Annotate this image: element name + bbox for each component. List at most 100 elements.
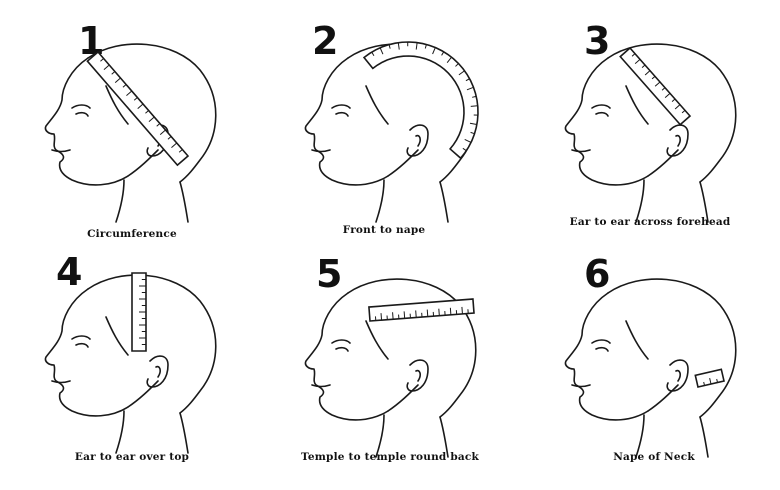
tape-tick <box>156 123 161 127</box>
step-number: 6 <box>584 252 611 296</box>
tape-temple-to-temple <box>368 298 475 322</box>
tape-tick <box>159 129 166 135</box>
head-outline-stroke <box>591 339 611 344</box>
head-outline-stroke <box>311 149 331 153</box>
head-outline-stroke <box>304 57 389 186</box>
tape-tick <box>455 63 459 67</box>
tape-tick <box>464 138 472 143</box>
tape-tick <box>651 75 656 80</box>
tape-tick <box>716 378 718 383</box>
head-outline-stroke <box>666 124 689 157</box>
tape-tick <box>167 136 172 140</box>
head-outline-stroke <box>595 111 609 117</box>
head-outline-stroke <box>387 149 419 177</box>
head-outline-stroke <box>71 335 91 340</box>
head-illustration <box>304 43 477 223</box>
head-outline-stroke <box>335 346 349 352</box>
head-outline-stroke <box>439 416 449 458</box>
tape-tick <box>397 42 400 50</box>
head-outline-stroke <box>75 342 89 348</box>
tape-tick <box>100 58 104 62</box>
tape-tick <box>458 70 465 76</box>
head-outline-stroke <box>115 410 125 454</box>
tape-tick <box>178 149 183 153</box>
step-number: 3 <box>584 19 611 63</box>
tape-tick <box>379 47 384 55</box>
tape-tick <box>371 51 375 56</box>
head-outline-stroke <box>127 149 159 177</box>
head-outline-stroke <box>439 181 449 223</box>
head-outline-stroke <box>105 316 129 356</box>
tape-tick <box>661 87 666 91</box>
head-outline-stroke <box>607 43 737 183</box>
head-outline-stroke <box>635 414 645 458</box>
tape-tick <box>415 310 417 318</box>
step-panel-2: 2 Front to nape <box>260 0 520 245</box>
tape-tick <box>392 312 394 320</box>
tape-tick <box>145 110 149 114</box>
tape-ear-to-ear-forehead <box>619 46 692 126</box>
step-caption: Temple to temple round back <box>301 451 479 463</box>
head-outline-stroke <box>591 104 611 109</box>
tape-tick <box>432 47 436 55</box>
tape-tick <box>674 104 681 110</box>
head-outline-stroke <box>625 85 649 125</box>
head-outline-stroke <box>415 369 421 382</box>
head-illustration <box>564 278 737 458</box>
step-caption: Ear to ear over top <box>74 451 190 463</box>
head-outline-stroke <box>44 288 129 417</box>
tape-front-to-nape <box>362 41 479 160</box>
tape-tick <box>446 56 452 63</box>
head-outline-stroke <box>647 384 679 412</box>
tape-tick <box>111 71 116 75</box>
head-illustration <box>304 278 477 458</box>
tape-tick <box>465 78 470 82</box>
head-outline-stroke <box>335 111 349 117</box>
tape-tick <box>133 97 138 101</box>
head-outline-stroke <box>675 369 681 382</box>
head-outline-stroke <box>571 384 591 388</box>
tape-tick <box>441 51 445 56</box>
head-outline-stroke <box>607 278 737 418</box>
tape-tick <box>631 53 636 57</box>
tape-tick <box>703 381 705 386</box>
tape-tick <box>470 105 478 107</box>
head-outline-stroke <box>375 179 385 223</box>
tape-tick <box>671 98 676 102</box>
tape-band <box>362 41 479 160</box>
tape-tick <box>449 307 452 315</box>
step-caption: Ear to ear across forehead <box>569 216 731 228</box>
head-outline-stroke <box>595 346 609 352</box>
step-number: 2 <box>312 19 339 63</box>
head-outline-stroke <box>625 320 649 360</box>
head-outline-stroke <box>387 384 419 412</box>
head-outline-stroke <box>365 320 389 360</box>
tape-tick <box>461 306 463 314</box>
head-outline-stroke <box>51 380 71 384</box>
tape-tick <box>388 44 391 49</box>
tape-ear-to-ear-top <box>131 272 147 352</box>
head-outline-stroke <box>51 149 71 153</box>
head-outline-stroke <box>115 179 125 223</box>
head-outline-stroke <box>44 57 129 186</box>
tape-tick <box>470 131 475 135</box>
tape-tick <box>103 64 110 70</box>
head-outline-stroke <box>571 149 591 153</box>
head-outline-stroke <box>155 365 161 378</box>
head-outline-stroke <box>179 181 189 223</box>
head-outline-stroke <box>105 85 129 125</box>
step-panel-6: 6 Nape of Neck <box>520 245 780 490</box>
tape-tick <box>403 311 406 319</box>
tape-band <box>619 46 692 126</box>
head-outline-stroke <box>375 414 385 458</box>
head-illustration <box>564 43 737 223</box>
head-illustration <box>44 43 217 223</box>
tape-tick <box>654 81 661 87</box>
tape-tick <box>171 142 178 148</box>
head-outline-stroke <box>365 85 389 125</box>
head-outline-stroke <box>415 134 421 147</box>
step-number: 5 <box>316 252 343 296</box>
tape-tick <box>709 378 712 385</box>
head-outline-stroke <box>304 292 389 421</box>
